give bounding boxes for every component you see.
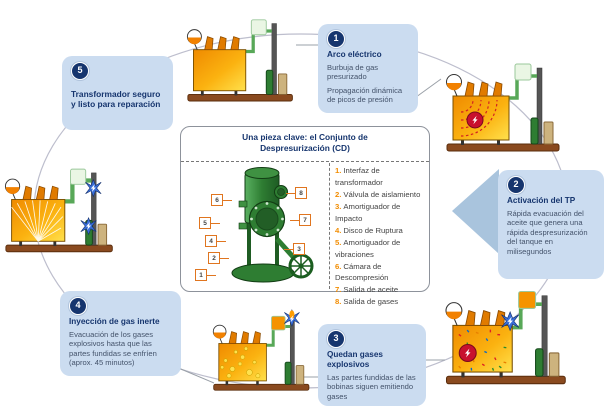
step-card-gases-explosivos: 3 Quedan gases explosivos Las partes fun… [318,324,426,406]
panel-title: Una pieza clave: el Conjunto de Despresu… [242,132,368,153]
part-item-4: 4.Disco de Ruptura [335,225,403,235]
step-3-title: Quedan gases explosivos [327,350,383,369]
step-3-badge: 3 [327,330,345,348]
part-item-6: 6.Cámara de Descompresión [335,261,389,283]
callout-1: 1 [195,269,216,281]
part-item-3: 3.Amortiguador de Impacto [335,201,401,223]
callout-2: 2 [208,252,229,264]
cd-device-drawing [231,167,314,283]
transformer-inert-gas-illustration [4,152,118,266]
part-item-2: 2.Válvula de aislamiento [335,189,421,199]
part-item-8: 8.Salida de gases [335,297,399,307]
callout-6: 6 [211,194,232,206]
step-5-badge: 5 [71,62,89,80]
part-item-1: 1.Interfaz de transformador [335,166,383,187]
transformer-safe-illustration [186,10,298,108]
step-card-activacion-tp: 2 Activación del TP Rápida evacuación de… [498,170,604,279]
step-3-text: Las partes fundidas de las bobinas sigue… [327,372,416,401]
callout-8: 8 [286,187,307,199]
step-1-text-2: Propagación dinámica de picos de presión [327,85,403,105]
callout-4: 4 [205,235,226,247]
step-2-text: Rápida evacuación del aceite que genera … [507,208,588,256]
step-card-inyeccion-gas: 4 Inyección de gas inerte Evacuación de … [60,291,181,376]
step-1-title: Arco eléctrico [327,50,382,59]
callout-5: 5 [199,217,220,229]
step-2-title: Activación del TP [507,196,576,205]
callout-7: 7 [290,214,311,226]
cd-device-illustration: 6 5 4 2 1 8 7 3 [187,161,327,291]
cd-key-piece-panel: Una pieza clave: el Conjunto de Despresu… [180,126,430,306]
transformer-gases-illustration [438,283,578,389]
step-2-badge: 2 [507,176,525,194]
callout-3: 3 [284,243,305,255]
transformer-bubbles-illustration [212,300,314,404]
step-1-text-1: Burbuja de gas presurizado [327,62,379,82]
step-5-title: Transformador seguro y listo para repara… [71,89,161,110]
title-divider [181,161,429,162]
content-divider [329,163,330,289]
step-card-arco-electrico: 1 Arco eléctrico Burbuja de gas presuriz… [318,24,418,113]
step-1-badge: 1 [327,30,345,48]
part-item-5: 5.Amortiguador de vibraciones [335,237,401,259]
step-card-transformador-seguro: 5 Transformador seguro y listo para repa… [62,56,173,130]
transformer-arc-illustration [442,56,568,156]
step-4-text: Evacuación de los gases explosivos hasta… [69,329,157,368]
step2-arrow-icon [452,169,499,254]
step-4-badge: 4 [69,297,87,315]
step-4-title: Inyección de gas inerte [69,317,160,326]
parts-list: 1.Interfaz de transformador 2.Válvula de… [335,165,426,308]
part-item-7: 7.Salida de aceite [335,285,399,295]
